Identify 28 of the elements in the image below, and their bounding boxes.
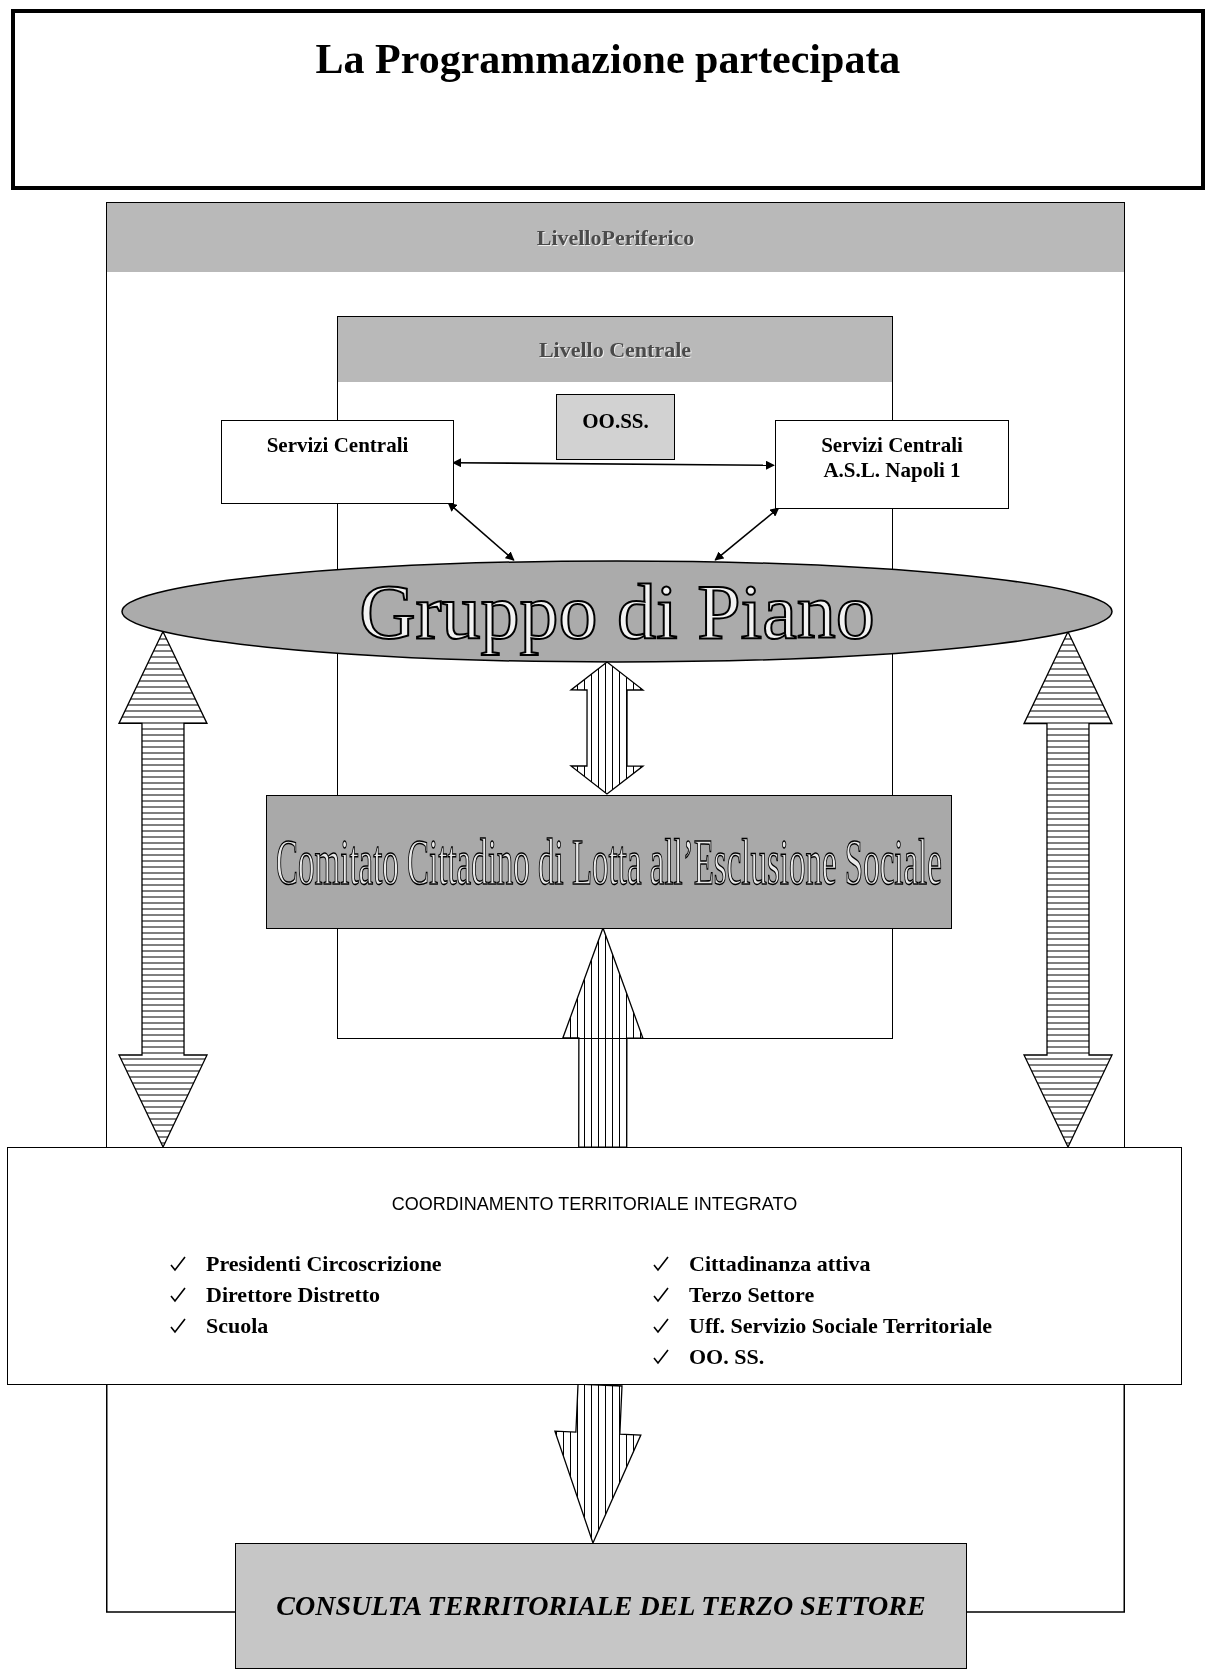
list-item: Direttore Distretto — [206, 1281, 381, 1309]
process-box: Servizi Centrali A.S.L. Napoli 1 — [775, 420, 1009, 509]
block-arrow — [569, 661, 645, 795]
banner-text: Comitato Cittadino di Lotta all’Esclusione Sociale — [276, 829, 942, 895]
box-title: CONSULTA TERRITORIALE DEL TERZO SETTORE — [275, 1590, 927, 1622]
process-box: Servizi Centrali — [221, 420, 454, 504]
level-header: Livello Centrale — [338, 317, 892, 382]
list-item: Scuola — [206, 1312, 269, 1340]
block-arrow — [1022, 630, 1114, 1149]
coordination-panel — [7, 1147, 1182, 1385]
arrow — [452, 458, 775, 470]
block-arrow — [117, 629, 209, 1149]
block-arrow — [561, 926, 644, 1148]
block-arrow — [554, 1383, 642, 1545]
list-item: Cittadinanza attiva — [689, 1250, 871, 1278]
council-box — [235, 1543, 967, 1669]
title: La Programmazione partecipata — [314, 35, 902, 83]
list-item: Uff. Servizio Sociale Territoriale — [689, 1312, 993, 1340]
level-header: LivelloPeriferico — [107, 203, 1124, 272]
list-item: Presidenti Circoscrizione — [206, 1250, 442, 1278]
list-item: Terzo Settore — [689, 1281, 815, 1309]
level-frame — [106, 202, 1125, 1147]
list-item: OO. SS. — [689, 1343, 765, 1371]
panel-heading: COORDINAMENTO TERRITORIALE INTEGRATO — [390, 1194, 799, 1215]
group-box: OO.SS. — [556, 394, 675, 460]
committee-banner — [266, 795, 952, 929]
arrow — [714, 507, 780, 561]
arrow — [447, 502, 515, 561]
